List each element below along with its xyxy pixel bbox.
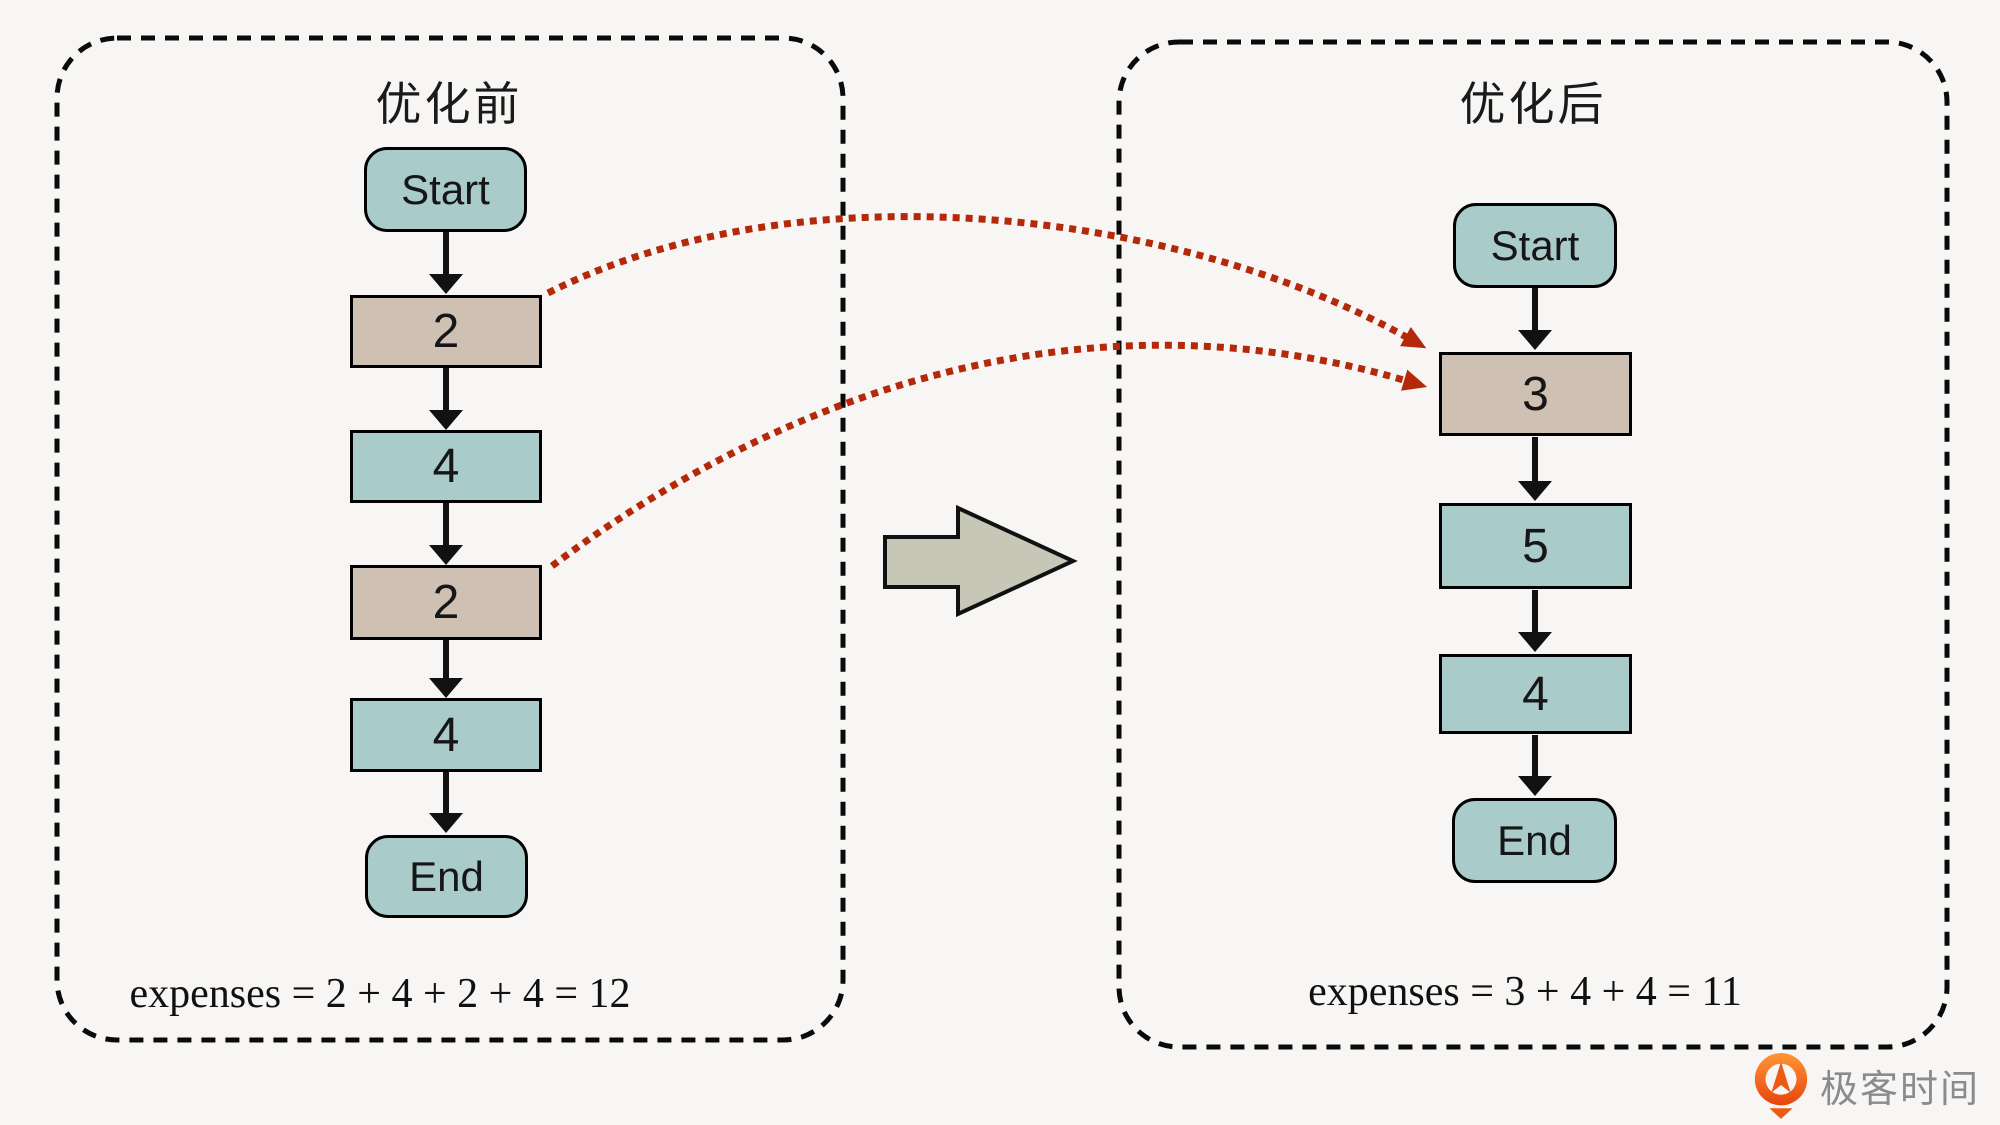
geektime-logo-text: 极客时间 (1820, 1068, 1981, 1111)
transform-arrow (883, 504, 1078, 618)
after-node-cost4: 4 (1439, 654, 1632, 734)
before-expenses-formula: expenses = 2 + 4 + 2 + 4 = 12 (129, 971, 631, 1017)
after-node-start: Start (1453, 203, 1617, 288)
before-node-cost4b: 4 (350, 698, 542, 772)
before-node-cost2b: 2 (350, 565, 542, 640)
merge-arrow-top (546, 213, 1427, 349)
after-node-cost5: 5 (1439, 503, 1632, 589)
before-node-end: End (365, 835, 528, 918)
before-node-cost4a: 4 (350, 430, 542, 503)
after-node-cost3: 3 (1439, 352, 1632, 436)
geektime-logo: 极客时间 (1750, 1050, 1980, 1120)
merge-arrow-bottom (549, 341, 1428, 569)
before-node-start: Start (364, 147, 527, 232)
after-node-end: End (1452, 798, 1617, 883)
after-panel-title: 优化后 (1459, 78, 1607, 130)
before-node-cost2a: 2 (350, 295, 542, 368)
before-panel-title: 优化前 (375, 78, 523, 130)
after-expenses-formula: expenses = 3 + 4 + 4 = 11 (1308, 969, 1742, 1015)
geektime-logo-icon (1754, 1053, 1808, 1119)
